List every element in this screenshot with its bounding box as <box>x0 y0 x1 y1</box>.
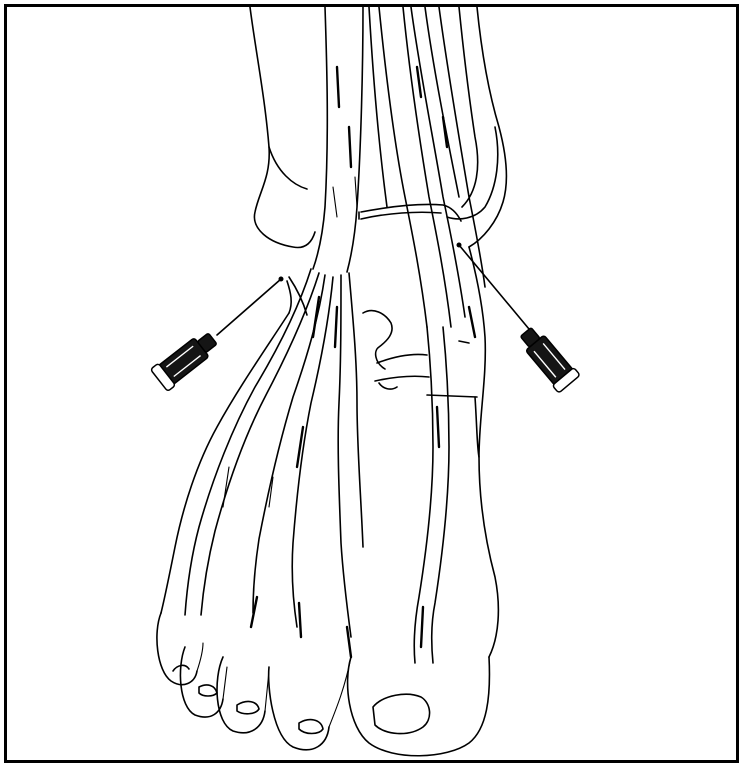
foot-anatomy-illustration: syringe-needle-icon syringe-needle-icon <box>7 7 736 760</box>
toes <box>157 613 490 756</box>
tarsal-bones <box>287 277 477 397</box>
extensor-tendons <box>185 269 363 657</box>
medial-needle: syringe-needle-icon <box>150 277 283 392</box>
tendon-group-upper <box>313 7 485 327</box>
hallux-tendon <box>414 307 475 663</box>
lateral-needle: syringe-needle-icon <box>457 243 581 394</box>
figure-frame: syringe-needle-icon syringe-needle-icon <box>4 4 739 763</box>
